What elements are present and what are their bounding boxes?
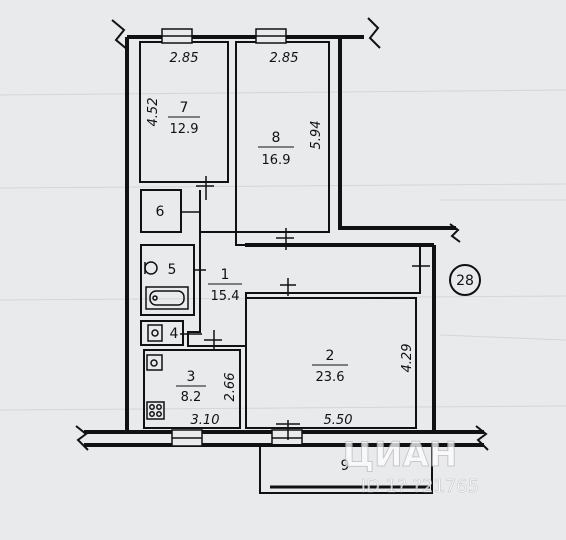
room-7-height: 4.52 [146,98,161,127]
room-8-area: 16.9 [262,153,291,168]
fixtures [144,261,189,420]
room-6-number: 6 [156,204,165,220]
wall-break-marks [75,17,489,451]
room-7-area: 12.9 [170,122,199,137]
room-8-number: 8 [272,130,281,146]
room-8-width: 2.85 [270,51,299,66]
bathtub-icon [145,286,189,310]
room-1-number: 1 [221,267,230,283]
room-6-outline [140,189,182,233]
room-7-number: 7 [180,100,189,116]
room-4-number: 4 [170,326,179,342]
windows [161,28,303,447]
room-2-outline [245,297,417,429]
toilet-icon [144,261,158,275]
room-3-outline [143,349,241,429]
stove-icon [146,401,165,420]
room-3-area: 8.2 [181,390,202,405]
balcony-number: 9 [341,458,350,474]
room-2-number: 2 [326,348,335,364]
room-7-width: 2.85 [170,51,199,66]
balcony [259,444,433,494]
sink-icon [147,324,163,342]
watermark-id: ID 1? ?21765 [361,476,479,497]
room-1-outline [187,190,421,347]
room-2-width: 5.50 [324,413,353,428]
room-3-height: 2.66 [223,373,238,402]
background-texture [0,89,566,411]
door-marks [180,176,430,440]
room-2-height: 4.29 [400,344,415,373]
watermark-brand: ЦИАН [343,435,458,475]
room-3-number: 3 [187,369,196,385]
room-1-area: 15.4 [211,289,240,304]
room-5-outline [140,244,195,316]
room-8-height: 5.94 [309,121,324,150]
badge-number: 28 [456,273,474,289]
room-5-number: 5 [168,262,177,278]
room-3-width: 3.10 [191,413,220,428]
badge-circle [449,264,481,296]
room-4-outline [140,320,184,346]
room-2-area: 23.6 [316,370,345,385]
kitchen-sink-icon [146,354,163,371]
